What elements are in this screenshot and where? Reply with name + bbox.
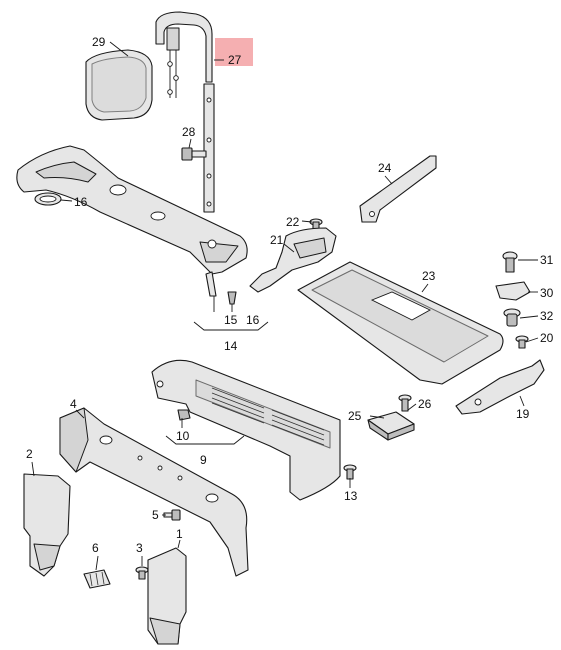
clip-6 — [83, 569, 111, 589]
callout-13: 13 — [344, 489, 358, 503]
callout-10: 10 — [176, 429, 190, 443]
callout-16-lower: 16 — [246, 313, 260, 327]
screw-13 — [343, 464, 357, 480]
callout-6: 6 — [92, 541, 99, 555]
rear-crossmember-4 — [59, 407, 249, 577]
side-bracket-19 — [455, 359, 545, 415]
leader-lines — [31, 41, 539, 571]
parcel-shelf-23 — [297, 261, 504, 385]
callout-16-upper: 16 — [74, 195, 88, 209]
callout-23: 23 — [422, 269, 436, 283]
clip-30 — [495, 281, 531, 301]
callout-29: 29 — [92, 35, 106, 49]
callout-4: 4 — [70, 397, 77, 411]
callout-2: 2 — [26, 447, 33, 461]
grommet-16 — [34, 192, 62, 206]
highlight-27 — [215, 38, 253, 66]
trim-strip-24 — [359, 155, 437, 223]
bolt-28 — [181, 147, 207, 161]
callout-22: 22 — [286, 215, 300, 229]
roll-bar-hoop — [155, 11, 215, 213]
side-bracket-1 — [147, 547, 187, 645]
cap-25 — [367, 411, 415, 441]
callout-1: 1 — [176, 527, 183, 541]
callout-14: 14 — [224, 339, 238, 353]
callout-24: 24 — [378, 161, 392, 175]
side-trim-panel — [16, 145, 248, 305]
callout-31: 31 — [540, 253, 554, 267]
callout-9: 9 — [200, 453, 207, 467]
headrest-cushion — [85, 49, 153, 121]
callout-labels: 29 27 28 16 24 22 21 23 31 30 32 20 15 1… — [26, 35, 554, 555]
callout-30: 30 — [540, 286, 554, 300]
callout-26: 26 — [418, 397, 432, 411]
callout-28: 28 — [182, 125, 196, 139]
rear-trim-panel-9 — [151, 359, 341, 501]
screw-26 — [398, 394, 412, 412]
screw-31 — [502, 251, 518, 273]
clip-32 — [503, 308, 521, 327]
callout-3: 3 — [136, 541, 143, 555]
callout-15: 15 — [224, 313, 238, 327]
callout-21: 21 — [270, 233, 284, 247]
callout-27: 27 — [228, 53, 242, 67]
side-bracket-2 — [23, 473, 71, 577]
screw-20 — [515, 335, 529, 349]
clip-10 — [177, 409, 191, 421]
callout-20: 20 — [540, 331, 554, 345]
callout-25: 25 — [348, 409, 362, 423]
callout-32: 32 — [540, 309, 554, 323]
callout-5: 5 — [152, 508, 159, 522]
bracket-21 — [249, 227, 337, 293]
screw-5 — [163, 509, 181, 521]
callout-19: 19 — [516, 407, 530, 421]
screw-3 — [135, 566, 149, 580]
vent-grille — [211, 387, 325, 446]
